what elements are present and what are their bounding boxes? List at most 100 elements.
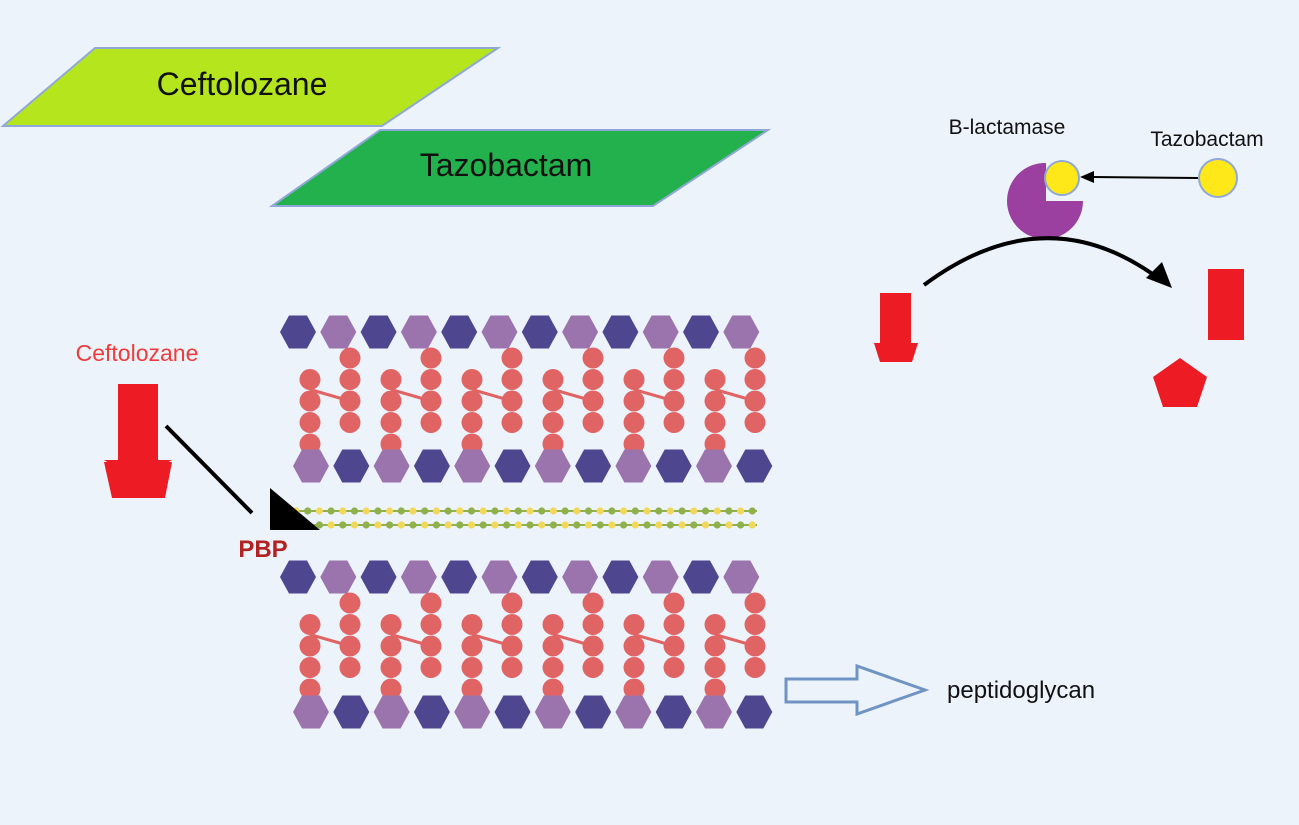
sugar-hexagon	[400, 560, 437, 594]
peptide-bead	[299, 369, 321, 390]
peptide-bead	[623, 369, 645, 390]
peptide-bead	[339, 635, 361, 657]
peptide-bead	[704, 635, 726, 657]
peptide-bead	[704, 369, 726, 390]
peptide-bead	[299, 390, 321, 412]
strand-bead	[690, 507, 698, 515]
strand-bead	[526, 507, 534, 515]
peptide-bead	[623, 614, 645, 635]
peptide-bead	[744, 635, 766, 657]
strand-bead	[327, 521, 335, 529]
strand-bead	[748, 507, 756, 515]
peptide-bead	[461, 412, 483, 433]
peptide-bead	[663, 347, 685, 369]
strand-bead	[491, 521, 499, 529]
sugar-hexagon	[333, 695, 370, 729]
peptide-bead	[663, 390, 685, 412]
strand-bead	[608, 507, 616, 515]
strand-bead	[561, 521, 569, 529]
sugar-hexagon	[683, 560, 719, 594]
peptide-bead	[380, 369, 402, 390]
strand-bead	[456, 521, 464, 529]
strand-bead	[432, 521, 440, 529]
strand-bead	[620, 521, 628, 529]
peptide-bead	[380, 614, 402, 635]
sugar-hexagon	[642, 560, 679, 594]
strand-bead	[374, 507, 382, 515]
peptide-bead	[663, 657, 685, 678]
upper-crosslink	[704, 347, 766, 455]
peptide-bead	[744, 390, 766, 412]
strand-bead	[397, 507, 405, 515]
strand-bead	[737, 507, 745, 515]
peptide-bead	[461, 657, 483, 678]
strand-bead	[514, 507, 522, 515]
peptide-bead	[704, 657, 726, 678]
peptide-bead	[582, 369, 604, 390]
peptide-bead	[420, 412, 442, 433]
peptide-bead	[299, 657, 321, 678]
strand-bead	[596, 507, 604, 515]
peptide-bead	[582, 635, 604, 657]
peptide-bead	[623, 433, 645, 455]
sugar-hexagon	[683, 315, 719, 349]
sugar-hexagon	[454, 449, 491, 483]
strand-bead	[643, 521, 651, 529]
peptide-bead	[542, 614, 564, 635]
strand-bead	[526, 521, 534, 529]
binding-arrow	[1080, 171, 1199, 183]
strand-bead	[421, 521, 429, 529]
peptide-bead	[461, 390, 483, 412]
peptide-bead	[339, 592, 361, 614]
peptide-bead	[380, 390, 402, 412]
strand-bead	[397, 521, 405, 529]
ceftolozane-drug-icon	[104, 384, 172, 498]
strand-bead	[584, 521, 593, 529]
glycan-strand	[290, 521, 757, 529]
sugar-hexagon	[521, 315, 558, 349]
sugar-hexagon	[360, 560, 397, 594]
peptide-bead	[299, 678, 321, 700]
peptide-bead	[339, 347, 361, 369]
strand-bead	[678, 521, 686, 529]
strand-bead	[479, 507, 487, 515]
sugar-hexagon	[615, 449, 652, 483]
peptide-bead	[380, 635, 402, 657]
strand-bead	[362, 507, 370, 515]
peptide-bead	[542, 635, 564, 657]
sugar-hexagon	[454, 695, 491, 729]
peptide-bead	[461, 614, 483, 635]
intact-drug-icon	[874, 293, 918, 362]
peptide-bead	[623, 657, 645, 678]
sugar-hexagon	[373, 449, 410, 483]
lower-crosslink	[704, 592, 766, 700]
sugar-hexagon	[575, 695, 612, 729]
sugar-hexagon	[521, 560, 558, 594]
tazobactam-banner-label: Tazobactam	[420, 147, 593, 183]
sugar-hexagon	[602, 560, 639, 594]
sugar-hexagon	[723, 315, 760, 349]
peptide-bead	[542, 412, 564, 433]
peptide-bead	[582, 390, 604, 412]
peptide-bead	[542, 678, 564, 700]
strand-bead	[362, 521, 370, 529]
peptide-bead	[299, 635, 321, 657]
sugar-hexagon	[280, 560, 316, 594]
peptide-bead	[744, 412, 766, 433]
sugar-hexagon	[602, 315, 639, 349]
cleaved-drug-bar-icon	[1208, 269, 1244, 340]
strand-bead	[573, 521, 581, 529]
lower-crosslink	[542, 592, 604, 700]
peptide-bead	[299, 614, 321, 635]
peptide-bead	[501, 657, 523, 678]
ceftolozane-banner	[0, 47, 502, 127]
strand-bead	[350, 507, 359, 515]
strand-bead	[701, 521, 710, 529]
sugar-hexagon	[320, 560, 357, 594]
peptide-bead	[501, 347, 523, 369]
upper-crosslink	[299, 347, 361, 455]
strand-bead	[725, 507, 733, 515]
bound-tazobactam-icon	[1044, 160, 1080, 196]
sugar-hexagon	[575, 449, 612, 483]
